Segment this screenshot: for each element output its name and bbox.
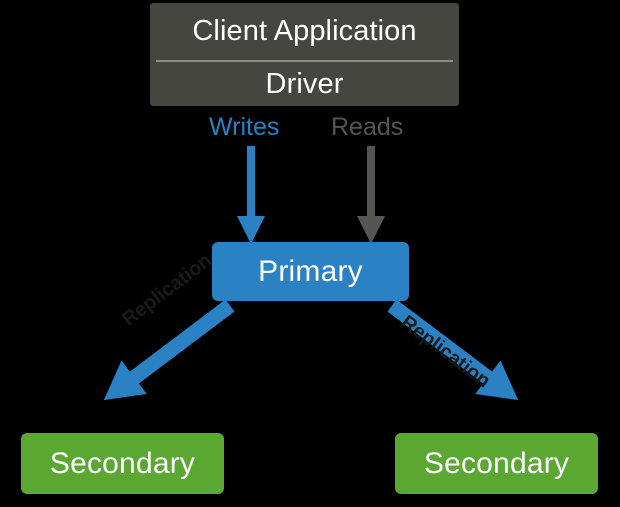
writes-arrow-head (237, 216, 265, 244)
client-application-label: Client Application (192, 15, 417, 47)
reads-arrow-head (357, 216, 385, 244)
reads-label: Reads (331, 113, 404, 141)
writes-label: Writes (209, 113, 280, 141)
client-application-stack: Client Application Driver (150, 3, 459, 106)
secondary-node-right: Secondary (395, 433, 598, 494)
driver-label: Driver (265, 67, 344, 100)
reads-arrow-shaft (367, 146, 375, 218)
client-stack-divider (156, 60, 453, 62)
replication-right-label: Replication (396, 311, 495, 393)
secondary-node-left: Secondary (21, 433, 224, 494)
writes-arrow-shaft (247, 146, 255, 218)
primary-node: Primary (212, 242, 409, 301)
